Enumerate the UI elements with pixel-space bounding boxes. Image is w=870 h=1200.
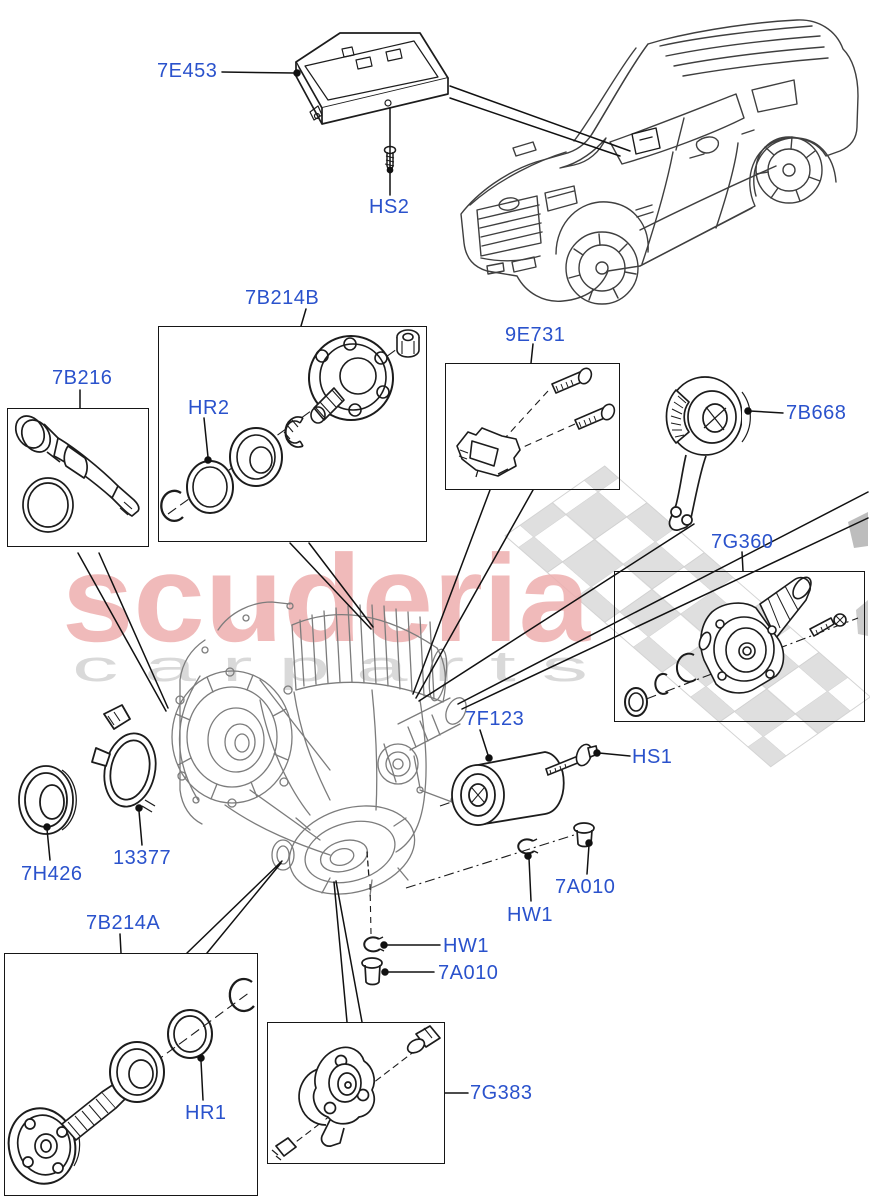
part-label-7h426[interactable]: 7H426	[21, 863, 83, 885]
part-label-7b668[interactable]: 7B668	[786, 402, 847, 424]
part-label-7a010_right[interactable]: 7A010	[555, 876, 616, 898]
part-7a010-bottom-illustration	[361, 957, 383, 986]
part-label-9e731[interactable]: 9E731	[505, 324, 566, 346]
part-label-7b216[interactable]: 7B216	[52, 367, 113, 389]
part-hw1-bottom-illustration	[363, 883, 385, 953]
part-7b668-illustration	[665, 376, 751, 531]
part-label-7b214a[interactable]: 7B214A	[86, 912, 161, 934]
part-7b214b-illustration	[160, 329, 420, 522]
flag-shard	[848, 512, 868, 548]
part-7f123-illustration	[439, 751, 596, 826]
part-7g383-illustration	[271, 1025, 441, 1161]
part-label-7a010_bottom[interactable]: 7A010	[438, 962, 499, 984]
part-label-7g383[interactable]: 7G383	[470, 1082, 533, 1104]
part-7b216-illustration	[14, 415, 140, 533]
part-label-hr1[interactable]: HR1	[185, 1102, 227, 1124]
part-label-13377[interactable]: 13377	[113, 847, 172, 869]
part-label-hw1_bottom[interactable]: HW1	[443, 935, 489, 957]
part-label-hs2[interactable]: HS2	[369, 196, 410, 218]
part-7b214a-illustration	[7, 977, 255, 1185]
part-label-7g360[interactable]: 7G360	[711, 531, 774, 553]
part-label-hs1[interactable]: HS1	[632, 746, 673, 768]
leader-lines	[43, 69, 869, 1101]
module-7e453-illustration	[295, 32, 449, 125]
flag-shard	[856, 600, 868, 636]
part-label-7b214b[interactable]: 7B214B	[245, 287, 320, 309]
checkered-flag-watermark	[504, 465, 870, 768]
vehicle-illustration	[460, 19, 859, 305]
bolt-hs1-illustration	[545, 743, 599, 777]
part-9e731-illustration	[456, 367, 616, 478]
part-13377-illustration	[91, 704, 157, 813]
part-label-hw1_right[interactable]: HW1	[507, 904, 553, 926]
part-label-7e453[interactable]: 7E453	[157, 60, 218, 82]
transfer-case-illustration	[171, 601, 467, 897]
part-7g360-illustration	[624, 576, 859, 717]
part-label-hr2[interactable]: HR2	[188, 397, 230, 419]
part-7a010-right-illustration	[405, 822, 595, 889]
part-label-7f123[interactable]: 7F123	[465, 708, 525, 730]
